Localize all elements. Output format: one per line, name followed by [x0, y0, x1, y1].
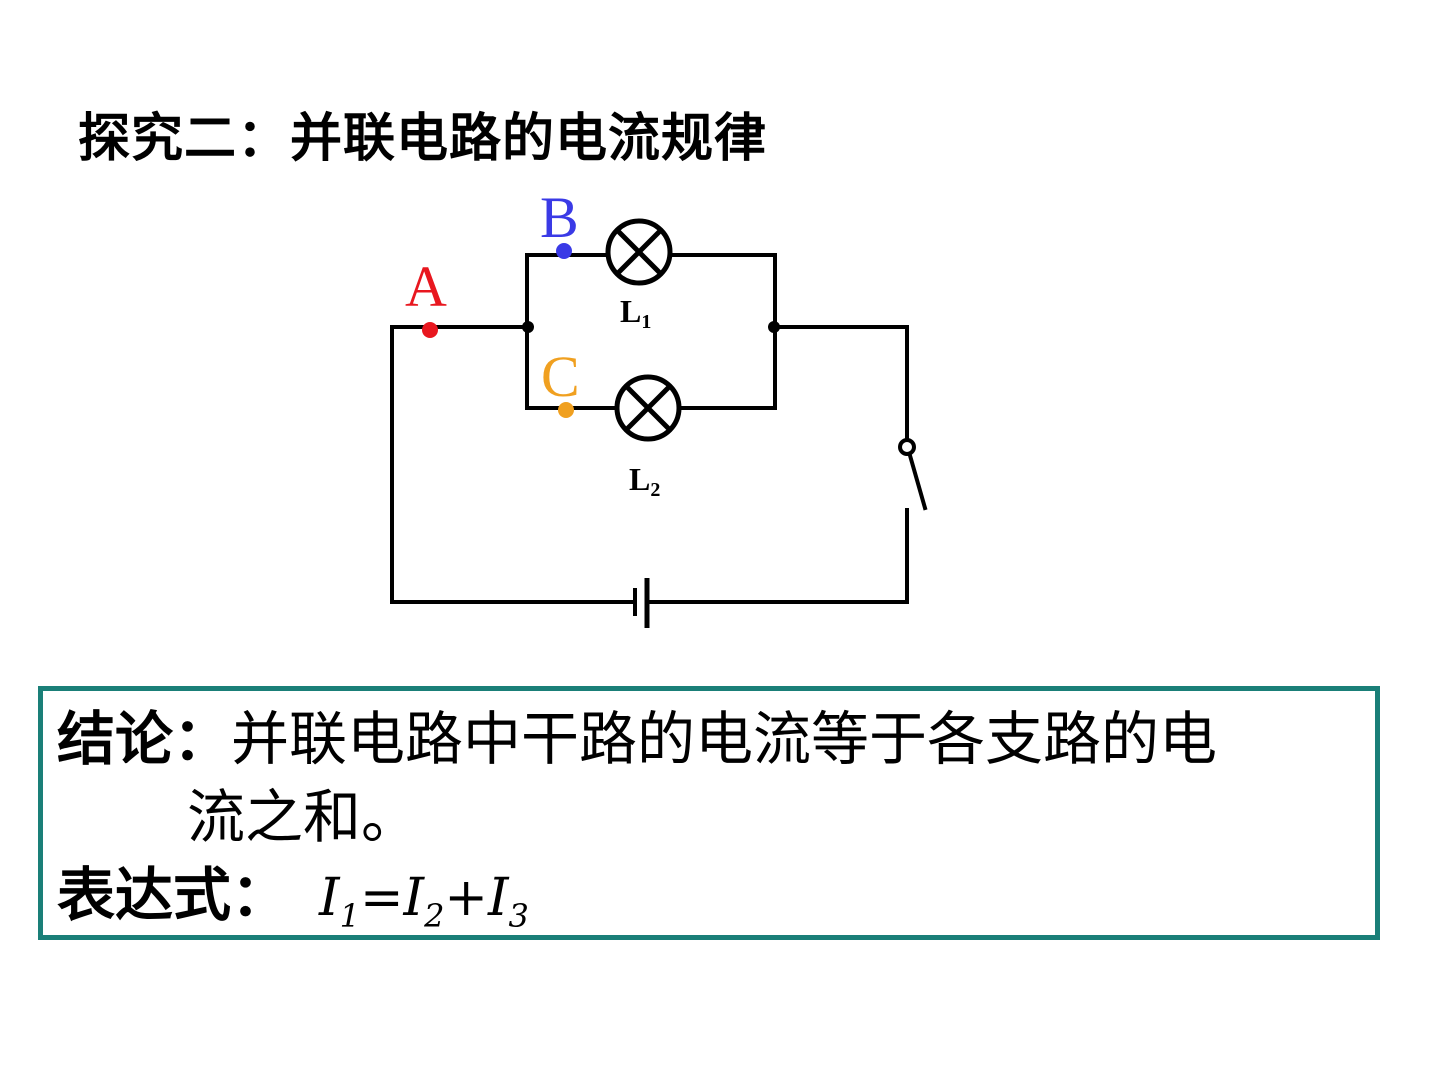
lamp-2-symbol	[614, 374, 682, 442]
expression-colon: ：	[231, 861, 290, 929]
expression-line: 表达式： I1=I2+I3	[57, 859, 529, 952]
point-b-label: B	[540, 185, 579, 250]
point-b-marker	[556, 243, 572, 259]
conclusion-label: 结论	[57, 705, 174, 773]
conclusion-text-2: 流之和。	[187, 783, 420, 851]
parallel-circuit-diagram: L1 L2 A B C	[390, 185, 928, 628]
page-title: 探究二：并联电路的电流规律	[78, 108, 768, 169]
conclusion-line-1: 结论：并联电路中干路的电流等于各支路的电	[57, 703, 1217, 775]
expression-label: 表达式	[57, 861, 232, 929]
conclusion-box: 结论：并联电路中干路的电流等于各支路的电 流之和。 表达式：I1=I2+I3	[38, 686, 1380, 940]
switch-pivot	[898, 438, 916, 456]
point-a-label: A	[405, 254, 447, 319]
lamp-1-label: L1	[620, 293, 651, 333]
expression-formula: I1=I2+I3	[319, 868, 529, 935]
wire-right	[773, 325, 909, 442]
point-a-marker	[422, 322, 438, 338]
junction-left	[522, 321, 534, 333]
wire-branch-1	[525, 253, 777, 329]
lamp-1-symbol	[605, 218, 673, 286]
lamp-2-label: L2	[629, 461, 660, 501]
conclusion-text-1: 并联电路中干路的电流等于各支路的电	[231, 705, 1218, 773]
point-c-label: C	[541, 344, 580, 409]
junction-right	[768, 321, 780, 333]
switch-blade	[906, 449, 928, 511]
conclusion-line-2: 流之和。	[187, 781, 419, 853]
wire-branch-2	[525, 325, 777, 410]
wire-bottom-right	[648, 508, 909, 604]
wire-left	[390, 325, 637, 604]
point-c-marker	[558, 402, 574, 418]
conclusion-colon: ：	[173, 705, 232, 773]
